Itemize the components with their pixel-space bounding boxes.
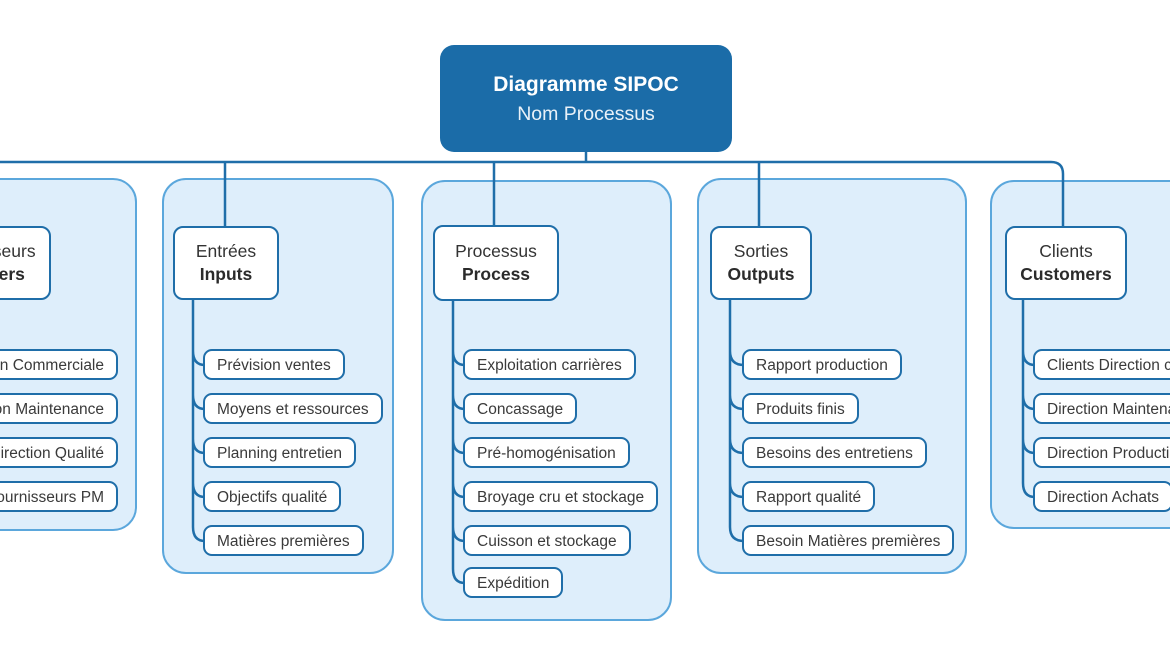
input-item: Matières premières <box>203 525 364 556</box>
process-name: Nom Processus <box>517 102 655 125</box>
output-item: Besoins des entretiens <box>742 437 927 468</box>
process-item: Cuisson et stockage <box>463 525 631 556</box>
output-item: Rapport production <box>742 349 902 380</box>
diagram-title: Diagramme SIPOC <box>493 73 679 97</box>
output-item: Produits finis <box>742 393 859 424</box>
header-customers-fr: Clients <box>1039 240 1093 261</box>
customer-item: Clients Direction commerciale <box>1033 349 1170 380</box>
header-inputs-en: Inputs <box>199 264 253 284</box>
customer-item: Direction Achats <box>1033 481 1170 512</box>
header-process-fr: Processus <box>455 240 537 261</box>
header-suppliers-en: Suppliers <box>0 264 25 284</box>
diagram-title-node: Diagramme SIPOC Nom Processus <box>440 45 732 152</box>
supplier-item: Direction Maintenance <box>0 393 118 424</box>
header-customers-en: Customers <box>1020 264 1112 284</box>
output-item: Rapport qualité <box>742 481 876 512</box>
header-inputs: Entrées Inputs <box>173 226 279 300</box>
input-item: Moyens et ressources <box>203 393 383 424</box>
header-outputs: Sorties Outputs <box>710 226 812 300</box>
process-item: Pré-homogénisation <box>463 437 630 468</box>
supplier-item: Direction Qualité <box>0 437 118 468</box>
process-item: Expédition <box>463 567 564 598</box>
supplier-item: Fournisseurs PM <box>0 481 118 512</box>
process-item: Broyage cru et stockage <box>463 481 659 512</box>
input-item: Objectifs qualité <box>203 481 342 512</box>
process-item: Concassage <box>463 393 578 424</box>
header-process: Processus Process <box>433 225 559 301</box>
header-outputs-en: Outputs <box>727 264 795 284</box>
header-process-en: Process <box>461 264 531 284</box>
output-item: Besoin Matières premières <box>742 525 955 556</box>
supplier-item: Direction Commerciale <box>0 349 118 380</box>
input-item: Prévision ventes <box>203 349 345 380</box>
customer-item: Direction Production <box>1033 437 1170 468</box>
customer-item: Direction Maintenance <box>1033 393 1170 424</box>
process-item: Exploitation carrières <box>463 349 636 380</box>
header-outputs-fr: Sorties <box>733 240 789 261</box>
header-customers: Clients Customers <box>1005 226 1127 300</box>
header-inputs-fr: Entrées <box>195 240 257 261</box>
header-suppliers: Fournisseurs Suppliers <box>0 226 51 300</box>
header-suppliers-fr: Fournisseurs <box>0 240 36 261</box>
input-item: Planning entretien <box>203 437 356 468</box>
